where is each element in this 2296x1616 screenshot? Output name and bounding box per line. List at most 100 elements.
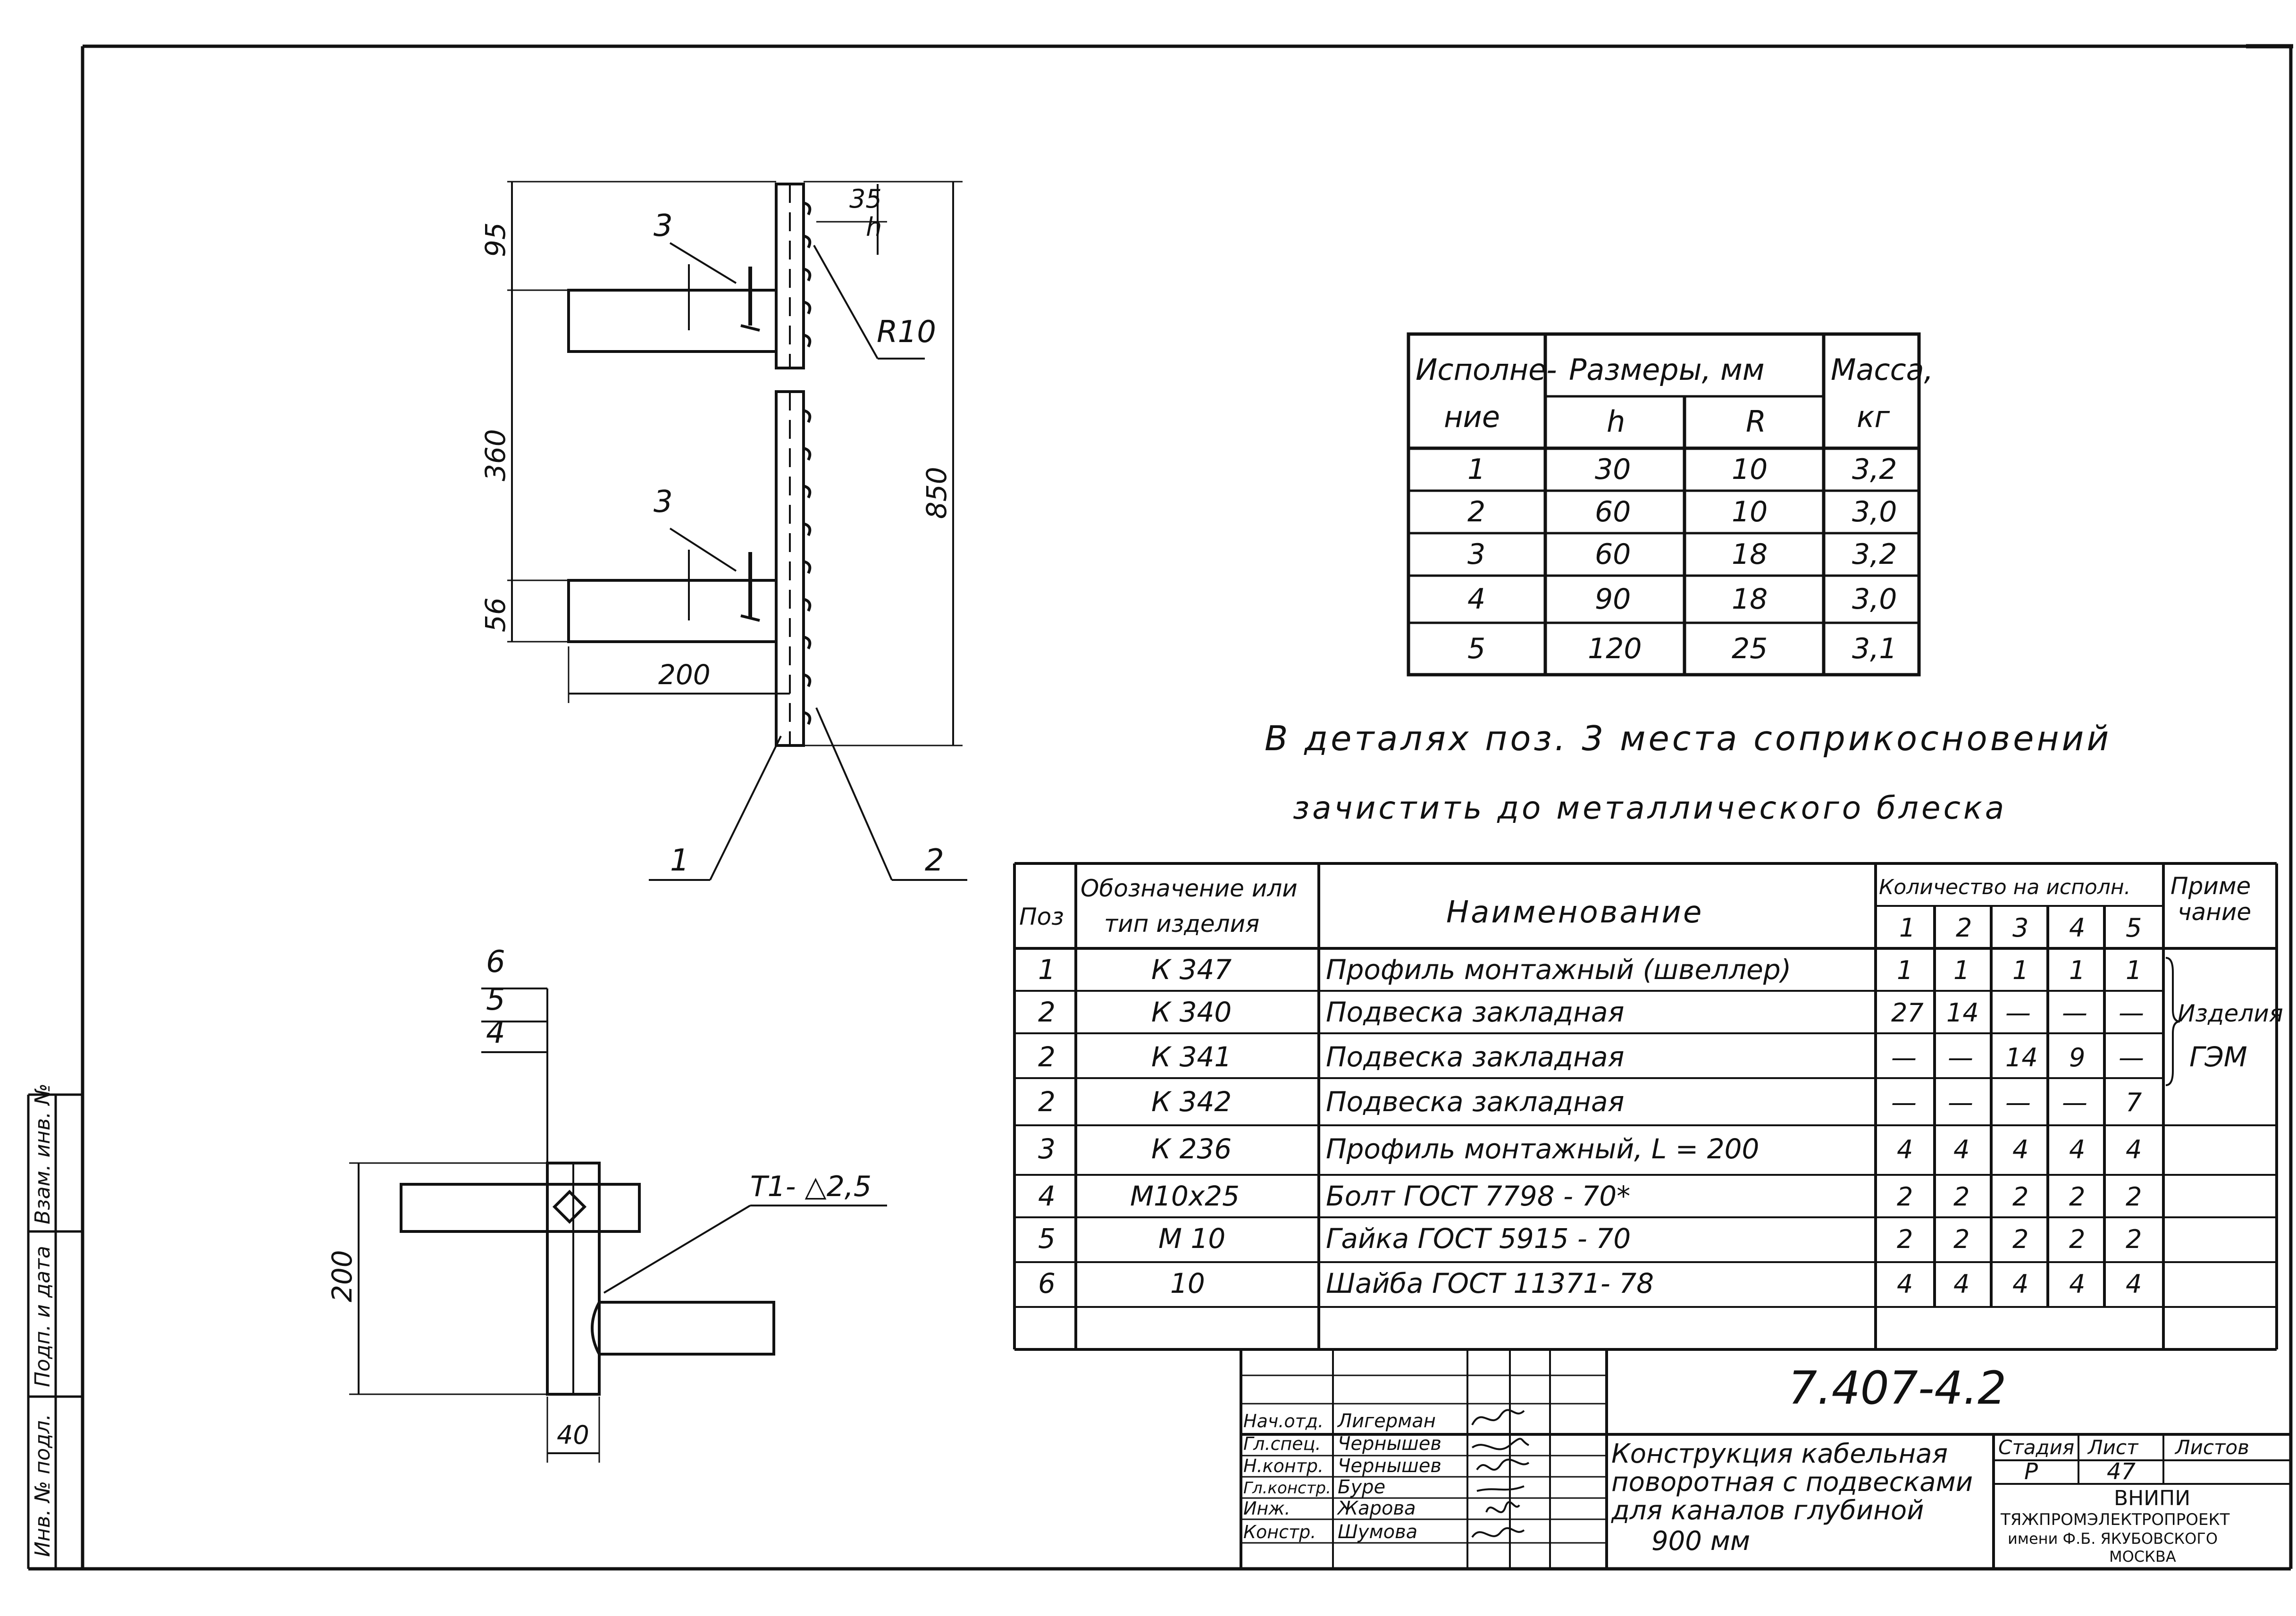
- vt-cell-m: 3,2: [1852, 453, 1897, 486]
- spec-h-variant: 3: [2012, 913, 2028, 943]
- spec-h-variant: 5: [2126, 913, 2142, 943]
- spec-row: 2 К 342 Подвеска закладная — — — — 7: [1038, 1086, 2142, 1118]
- spec-cell-q: 14: [1946, 998, 1979, 1028]
- detail-drawing: [349, 988, 887, 1463]
- role-label: Н.контр.: [1243, 1456, 1324, 1476]
- spec-cell-q: 4: [1897, 1269, 1913, 1299]
- structure-drawing: [507, 181, 967, 881]
- spec-cell-name: Шайба ГОСТ 11371- 78: [1326, 1267, 1654, 1299]
- spec-cell-q: —: [1948, 1043, 1973, 1072]
- stage-value: Р: [2024, 1458, 2038, 1485]
- callout-3-upper: 3: [654, 209, 673, 243]
- spec-cell-pos: 1: [1038, 954, 1056, 986]
- spec-cell-q: 2: [2069, 1182, 2085, 1212]
- spec-row: 5 М 10 Гайка ГОСТ 5915 - 70 2 2 2 2 2: [1038, 1222, 2142, 1255]
- note-line-1: В деталях поз. 3 места соприкосновений: [1265, 719, 2112, 758]
- person-name: Шумова: [1338, 1521, 1417, 1543]
- dim-95: 95: [479, 222, 511, 257]
- spec-cell-q: 2: [1897, 1182, 1913, 1212]
- spec-cell-q: 2: [2012, 1182, 2028, 1212]
- title-line: для каналов глубиной: [1611, 1495, 1924, 1526]
- vt-cell-m: 3,0: [1852, 583, 1897, 616]
- detail-callout-5: 5: [486, 982, 505, 1017]
- spec-cell-q: 4: [2069, 1135, 2085, 1164]
- spec-cell-pos: 2: [1038, 996, 1056, 1028]
- callout-1: 1: [670, 843, 689, 878]
- title-line: поворотная с подвесками: [1611, 1467, 1973, 1498]
- spec-cell-des: К 236: [1151, 1133, 1232, 1165]
- spec-cell-q: 4: [1897, 1135, 1913, 1164]
- person-name: Чернышев: [1338, 1455, 1441, 1477]
- vt-cell-n: 1: [1467, 453, 1485, 486]
- spec-cell-q: —: [2005, 998, 2031, 1028]
- vt-cell-n: 4: [1467, 583, 1485, 616]
- vt-row: 2 60 10 3,0: [1467, 495, 1897, 528]
- vt-cell-h: 120: [1588, 632, 1642, 665]
- detail-dim-200: 200: [326, 1250, 358, 1302]
- spec-cell-q: 1: [2012, 955, 2028, 985]
- spec-cell-name: Подвеска закладная: [1326, 1086, 1624, 1118]
- vt-cell-n: 5: [1467, 632, 1485, 665]
- note-line-2: зачистить до металлического блеска: [1293, 790, 2007, 826]
- vt-header-dims: Размеры, мм: [1569, 352, 1765, 387]
- spec-cell-name: Подвеска закладная: [1326, 996, 1624, 1028]
- spec-cell-q: 14: [2005, 1043, 2038, 1072]
- spec-h-variant: 1: [1899, 913, 1915, 943]
- dim-r10: R10: [877, 315, 936, 350]
- spec-h-variant: 2: [1956, 913, 1972, 943]
- dim-850: 850: [921, 467, 953, 519]
- org-line: МОСКВА: [2109, 1548, 2176, 1566]
- spec-cell-q: —: [2062, 1088, 2087, 1117]
- detail-weld: T1- △2,5: [750, 1170, 871, 1203]
- spec-cell-q: 4: [2012, 1135, 2028, 1164]
- vt-cell-m: 3,0: [1852, 495, 1897, 528]
- spec-cell-q: 4: [1953, 1269, 1969, 1299]
- role-label: Констр.: [1243, 1522, 1316, 1542]
- spec-cell-q: —: [1891, 1088, 1917, 1117]
- spec-cell-name: Подвеска закладная: [1326, 1041, 1624, 1073]
- spec-cell-q: 4: [2069, 1269, 2085, 1299]
- sheet-frame: [28, 44, 2293, 1571]
- org-line: ТЯЖПРОМЭЛЕКТРОПРОЕКТ: [2000, 1510, 2230, 1529]
- dim-35: 35: [849, 184, 882, 214]
- spec-cell-pos: 3: [1038, 1133, 1056, 1165]
- dim-h: h: [866, 212, 882, 242]
- role-label: Гл.спец.: [1243, 1433, 1321, 1454]
- spec-h-variant: 4: [2069, 913, 2085, 943]
- dim-200: 200: [658, 659, 711, 691]
- vt-header-mass-unit: кг: [1857, 400, 1890, 434]
- spec-cell-name: Гайка ГОСТ 5915 - 70: [1326, 1222, 1631, 1255]
- title-line: 900 мм: [1651, 1526, 1750, 1557]
- spec-cell-q: 2: [2012, 1224, 2028, 1254]
- vt-header-variant2: ние: [1444, 400, 1500, 434]
- document-code: 7.407-4.2: [1788, 1362, 2006, 1415]
- spec-cell-q: 4: [1953, 1135, 1969, 1164]
- vt-header-variant: Исполне-: [1416, 352, 1557, 387]
- spec-row: 3 К 236 Профиль монтажный, L = 200 4 4 4…: [1038, 1133, 2142, 1165]
- spec-cell-des: К 347: [1151, 954, 1232, 986]
- sheet-value: 47: [2107, 1458, 2136, 1485]
- spec-cell-pos: 5: [1038, 1222, 1056, 1255]
- spec-note-line-1: Изделия: [2178, 1000, 2283, 1027]
- spec-note-line-2: ГЭМ: [2189, 1041, 2247, 1073]
- vt-row: 5 120 25 3,1: [1467, 632, 1897, 665]
- vt-cell-h: 90: [1595, 583, 1631, 616]
- side-stamp-sig: Подп. и дата: [31, 1246, 55, 1387]
- spec-cell-q: 2: [1953, 1182, 1969, 1212]
- spec-h-pos: Поз: [1019, 903, 1064, 930]
- spec-cell-q: —: [1948, 1088, 1973, 1117]
- dim-56: 56: [479, 597, 511, 632]
- dim-360: 360: [479, 429, 511, 481]
- vt-cell-R: 10: [1732, 453, 1768, 486]
- spec-h-desig1: Обозначение или: [1081, 875, 1298, 902]
- spec-row: 1 К 347 Профиль монтажный (швеллер) 1 1 …: [1038, 954, 2142, 986]
- spec-h-qty: Количество на исполн.: [1879, 875, 2131, 899]
- title-block: [1240, 1349, 2291, 1569]
- side-stamp-inv: Инв. № подл.: [31, 1414, 55, 1557]
- spec-row: 6 10 Шайба ГОСТ 11371- 78 4 4 4 4 4: [1038, 1267, 2142, 1299]
- spec-cell-q: —: [2062, 998, 2087, 1028]
- spec-cell-q: —: [2119, 998, 2144, 1028]
- vt-cell-m: 3,1: [1852, 632, 1897, 665]
- spec-cell-q: 2: [2126, 1224, 2142, 1254]
- spec-cell-pos: 4: [1038, 1180, 1056, 1212]
